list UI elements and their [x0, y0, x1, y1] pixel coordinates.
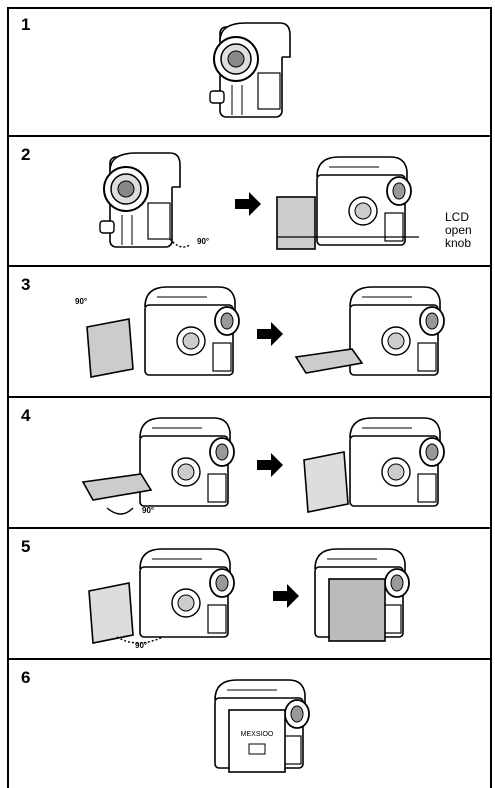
camcorder-icon	[88, 548, 235, 644]
right-arrow-icon	[257, 453, 283, 477]
right-arrow-icon	[257, 322, 283, 346]
camcorder-icon: MEXSIOO	[214, 679, 310, 773]
step-row-4: 4 90°	[7, 398, 492, 529]
right-arrow-icon	[235, 192, 261, 216]
callout-line: LCD	[445, 210, 470, 224]
step-row-1: 1	[7, 7, 492, 137]
lcd-open-knob-label: LCD open knob	[445, 211, 472, 250]
callout-line: open	[445, 223, 472, 237]
camcorder-icon	[303, 417, 445, 513]
callout-line: knob	[445, 236, 472, 250]
angle-label: 90°	[197, 237, 210, 246]
step-row-6: 6 MEXSIOO	[7, 660, 492, 788]
screen-brand-text: MEXSIOO	[241, 731, 274, 738]
rotation-arrow-icon	[106, 507, 134, 515]
camcorder-icon	[81, 417, 235, 515]
angle-label: 90°	[135, 641, 148, 650]
camcorder-icon	[209, 22, 291, 118]
step-row-5: 5 90°	[7, 529, 492, 660]
camcorder-icon	[276, 156, 419, 250]
step-number: 4	[21, 406, 31, 425]
step-number: 2	[21, 145, 31, 164]
step-number: 1	[21, 15, 31, 34]
step-row-2: 2 90° LCD open knob	[7, 137, 492, 267]
camcorder-icon	[86, 286, 240, 378]
angle-label: 90°	[142, 506, 155, 515]
angle-label: 90°	[75, 297, 88, 306]
right-arrow-icon	[273, 584, 299, 608]
camcorder-icon	[294, 286, 445, 376]
step-row-3: 3 90°	[7, 267, 492, 398]
camcorder-icon	[99, 152, 191, 248]
step-number: 3	[21, 275, 31, 294]
step-number: 5	[21, 537, 31, 556]
camcorder-icon	[314, 548, 410, 642]
step-number: 6	[21, 668, 31, 687]
